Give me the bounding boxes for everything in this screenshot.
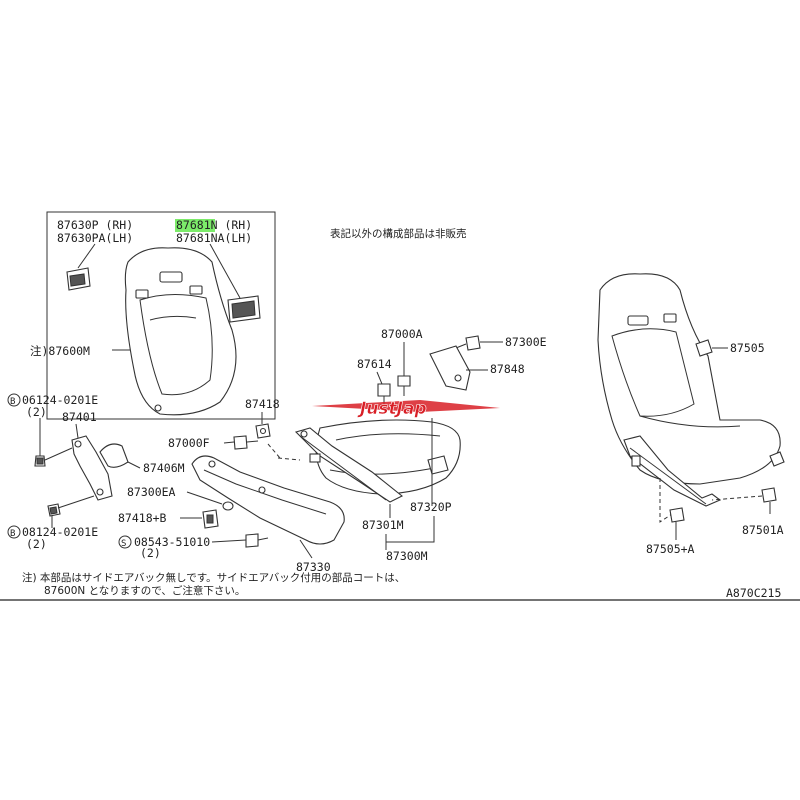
bolt-08124-bottom <box>47 495 95 528</box>
symbol-s-circle <box>118 535 132 549</box>
clip-87418 <box>255 423 271 439</box>
label-87600m: 注)87600M <box>30 344 90 358</box>
inset-label-87681n: 87681N (RH) <box>176 218 252 232</box>
label-87614: 87614 <box>357 357 392 371</box>
label-87000f: 87000F <box>168 436 210 450</box>
label-87505: 87505 <box>730 341 765 355</box>
bracket-87401 <box>71 423 113 501</box>
label-87418b: 87418+B <box>118 511 167 525</box>
footnote-line-2: 87600N となりますので、ご注意下さい。 <box>44 584 245 597</box>
label-87320p: 87320P <box>410 500 452 514</box>
label-08124-0201e: 08124-0201E <box>22 525 98 539</box>
label-87300e: 87300E <box>505 335 547 349</box>
label-87406m: 87406M <box>143 461 185 475</box>
bolt-87614 <box>377 383 391 410</box>
seat-assembly-right <box>597 273 785 507</box>
diagram-code: A870C215 <box>726 586 781 600</box>
symbol-b-1: B <box>10 397 15 407</box>
label-87300ea: 87300EA <box>127 485 176 499</box>
label-08124-qty: (2) <box>26 537 47 551</box>
clip-87418b <box>202 509 219 529</box>
side-cover-87330 <box>191 455 345 545</box>
cover-left-part <box>66 267 91 291</box>
label-08543-qty: (2) <box>140 546 161 560</box>
label-06124-qty: (2) <box>26 405 47 419</box>
clip-87505 <box>695 339 728 357</box>
inset-label-87681na: 87681NA(LH) <box>176 231 252 245</box>
watermark-text: JustJap <box>357 399 427 419</box>
footnote-line-1: 注) 本部品はサイドエアバック無しです。サイドエアバック付用の部品コートは、 <box>22 571 405 584</box>
symbol-b-2: B <box>10 529 15 539</box>
watermark-logo: JustJap <box>312 399 500 419</box>
screw-08543 <box>245 533 269 548</box>
symbol-b-circle-1 <box>7 393 21 407</box>
label-06124-0201e: 06124-0201E <box>22 393 98 407</box>
label-87505a: 87505+A <box>646 542 695 556</box>
label-87330: 87330 <box>296 560 331 574</box>
inset-box <box>46 211 276 420</box>
part-highlight <box>175 219 215 232</box>
label-87848: 87848 <box>490 362 525 376</box>
symbol-s: S <box>121 539 126 549</box>
clip-87505a <box>659 478 685 540</box>
bolt-06124-top <box>34 418 46 467</box>
inset-label-87630p: 87630P (RH) <box>57 218 133 232</box>
bolt-87000f <box>233 435 259 450</box>
label-87301m: 87301M <box>362 518 404 532</box>
inset-label-87630pa: 87630PA(LH) <box>57 231 133 245</box>
bolt-87000a <box>397 375 411 396</box>
label-08543-51010: 08543-51010 <box>134 535 210 549</box>
label-87000a: 87000A <box>381 327 423 341</box>
bolt-87501a <box>711 487 777 514</box>
label-87401: 87401 <box>62 410 97 424</box>
cover-right-part <box>227 295 261 323</box>
bracket-87848 <box>429 345 471 391</box>
cover-87406m <box>99 443 141 469</box>
jp-note: 表記以外の構成部品は非販売 <box>330 227 467 240</box>
label-87300m: 87300M <box>386 549 428 563</box>
label-87418: 87418 <box>245 397 280 411</box>
washer-87300ea <box>222 501 234 511</box>
label-87501a: 87501A <box>742 523 784 537</box>
symbol-b-circle-2 <box>7 525 21 539</box>
seat-rail <box>294 427 449 503</box>
seat-back-87600m <box>124 247 237 416</box>
